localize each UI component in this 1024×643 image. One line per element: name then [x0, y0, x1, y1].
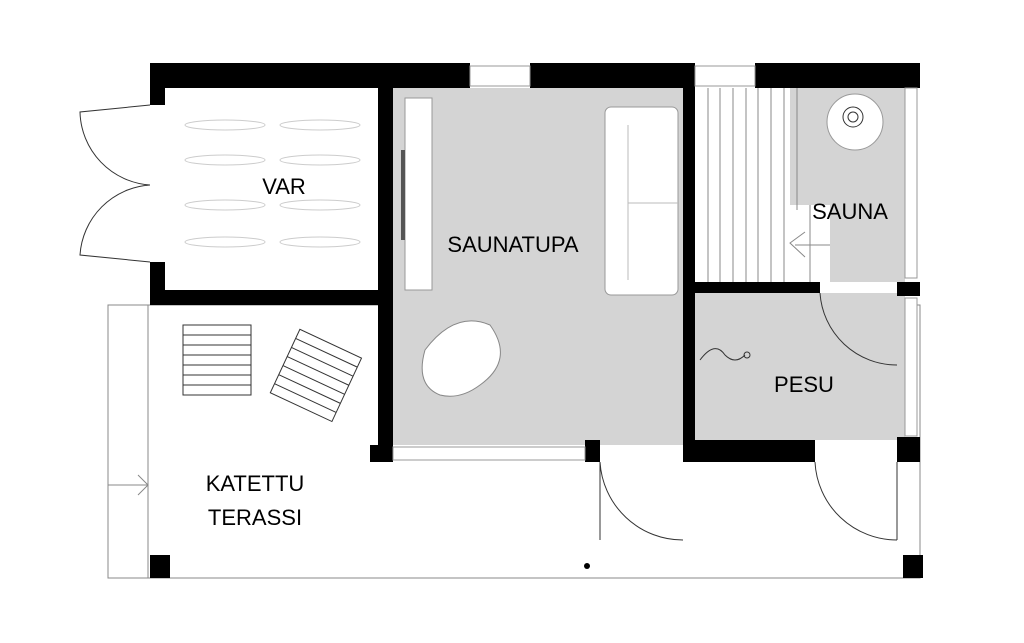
room-label-var: VAR — [262, 174, 306, 199]
deck-chair-icon — [182, 324, 252, 396]
room-label-saunatupa: SAUNATUPA — [447, 232, 579, 257]
sofa-icon — [604, 106, 679, 296]
windows — [392, 65, 918, 461]
entry-arrow-icon — [108, 474, 149, 496]
saunatupa-door[interactable] — [599, 461, 684, 541]
tv-icon — [401, 150, 405, 240]
room-label-sauna: SAUNA — [812, 199, 888, 224]
deck-chair-icon — [269, 328, 363, 423]
sauna-door[interactable] — [819, 292, 898, 366]
pesu-door[interactable] — [814, 461, 898, 541]
counter — [404, 97, 433, 291]
armchair-icon — [421, 320, 501, 397]
pesu-floor — [695, 293, 905, 440]
walls — [150, 63, 923, 578]
bicycles-icon — [184, 119, 361, 248]
sauna-benches — [695, 88, 830, 282]
sauna-stove-icon — [826, 93, 884, 151]
var-double-door[interactable] — [79, 104, 151, 263]
light-point-icon — [584, 563, 590, 569]
shower-icon — [699, 348, 746, 361]
room-label-pesu: PESU — [774, 372, 834, 397]
room-label-terrace-1: KATETTU — [206, 471, 305, 496]
room-label-terrace-2: TERASSI — [208, 505, 302, 530]
